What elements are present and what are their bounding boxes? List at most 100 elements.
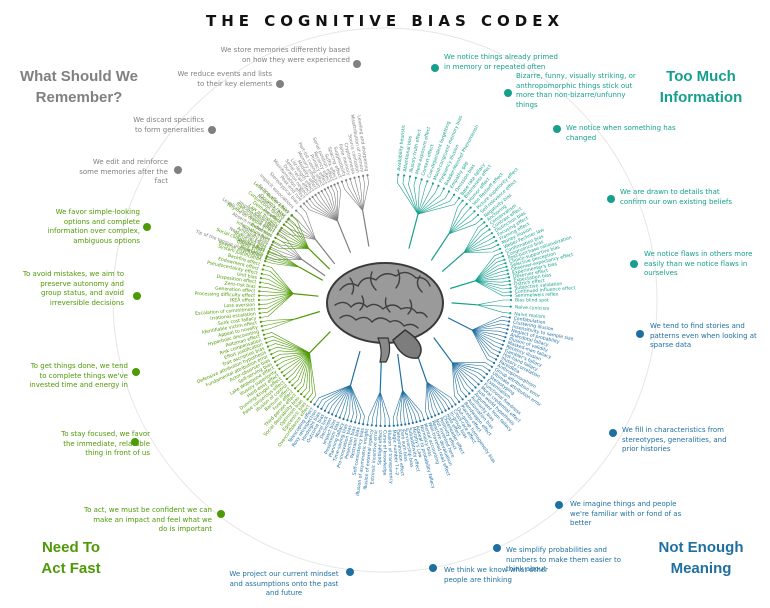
spoke-tip	[272, 356, 275, 360]
brain-stem	[377, 337, 391, 363]
spoke-tip	[437, 184, 440, 187]
spoke-tip	[379, 424, 382, 427]
spoke-tip	[354, 421, 357, 424]
spoke-tip	[509, 287, 512, 290]
quadrant-meaning-title: Not Enough Meaning	[646, 537, 756, 579]
spoke-tip	[497, 243, 500, 246]
spoke-branch	[291, 214, 316, 240]
spoke-branch	[261, 318, 296, 327]
spoke-branch	[463, 222, 485, 253]
quadrant-meaning-line2: Meaning	[670, 560, 732, 577]
spoke-tip	[415, 420, 418, 424]
spoke-branch	[269, 346, 310, 354]
spoke-branch	[474, 280, 511, 290]
spoke-branch	[283, 224, 309, 249]
spoke-branch	[463, 248, 501, 253]
spoke-tip	[508, 279, 511, 283]
spoke-branch	[306, 201, 338, 222]
bias-label: Unit bias	[236, 271, 258, 281]
group-dot-flaws	[630, 260, 638, 268]
spoke-tip	[480, 217, 483, 221]
spoke-tip	[488, 369, 491, 372]
spoke-tip	[331, 413, 334, 416]
spoke-branch	[274, 352, 310, 362]
spoke-tip	[306, 398, 309, 401]
spoke-branch	[474, 269, 508, 282]
spoke-tip	[422, 418, 425, 421]
bias-label: Zero sum bias	[399, 429, 409, 463]
spoke-tip	[333, 183, 336, 186]
spoke-tip	[477, 383, 480, 386]
spoke-tip	[279, 228, 282, 231]
spoke-tip	[336, 182, 339, 185]
spoke-tip	[264, 257, 268, 260]
spoke-branch	[474, 280, 511, 297]
bias-label: Zero-risk bias	[224, 281, 256, 290]
spoke-branch	[471, 329, 505, 342]
bias-label: Processing difficulty effect	[195, 291, 256, 299]
bias-label: Sunk cost fallacy	[217, 316, 257, 327]
spoke-tip	[503, 258, 506, 261]
spoke-branch	[321, 385, 351, 409]
spoke-branch	[314, 385, 351, 405]
group-primed-text: We notice things already primed in memor…	[444, 53, 558, 71]
bias-label: Attentional bias	[402, 135, 413, 172]
spoke-trunk-confident	[309, 331, 331, 354]
bias-label: Denomination effect	[395, 429, 406, 477]
spoke-branch	[474, 262, 506, 282]
group-dot-details	[607, 195, 615, 203]
spoke-tip	[509, 305, 512, 308]
spoke-tip	[311, 195, 314, 198]
spoke-branch	[471, 327, 508, 331]
spoke-branch	[426, 381, 436, 416]
spoke-tip	[282, 223, 285, 226]
spoke-tip	[444, 409, 447, 412]
spoke-tip	[320, 190, 323, 193]
spoke-tip	[287, 217, 290, 220]
spoke-trunk-fill	[433, 337, 453, 364]
spoke-branch	[400, 390, 403, 425]
spoke-tip	[474, 386, 477, 389]
spoke-branch	[474, 252, 502, 282]
spoke-tip	[451, 405, 454, 408]
spoke-branch	[463, 240, 497, 253]
spoke-tip	[262, 333, 265, 336]
spoke-branch	[471, 329, 506, 338]
spoke-tip	[506, 269, 509, 272]
spoke-branch	[330, 185, 338, 222]
spoke-branch	[417, 191, 450, 215]
spoke-branch	[463, 225, 488, 253]
spoke-branch	[426, 381, 432, 418]
group-focused-text: To stay focused, we favor the immediate,…	[61, 430, 150, 457]
spoke-branch	[273, 241, 309, 249]
brain-illustration	[326, 262, 444, 363]
spoke-branch	[259, 290, 294, 294]
spoke-branch	[474, 280, 510, 283]
spoke-tip	[330, 185, 333, 188]
spoke-trunk-flaws	[451, 302, 477, 306]
group-dot-stories	[636, 330, 644, 338]
spoke-branch	[425, 381, 429, 419]
group-flaws-text: We notice flaws in others more easily th…	[644, 250, 753, 277]
spoke-branch	[371, 391, 381, 426]
spoke-tip	[314, 193, 317, 196]
spoke-branch	[476, 304, 511, 314]
spoke-branch	[402, 390, 406, 425]
quadrant-memory-line1: What Should We	[19, 68, 139, 85]
spoke-tip	[353, 176, 356, 179]
group-dot-changed	[553, 125, 561, 133]
spoke-branch	[279, 352, 310, 370]
spoke-tip	[285, 377, 288, 381]
group-dot-project	[346, 568, 354, 576]
outer-ring	[112, 27, 658, 573]
quadrant-memory-line2: Remember?	[35, 89, 123, 106]
spoke-trunk-store	[362, 210, 370, 247]
spoke-trunk-discard	[315, 239, 336, 265]
spoke-tip	[362, 423, 365, 426]
spoke-branch	[426, 381, 446, 411]
spoke-tip	[362, 174, 365, 177]
spoke-trunk-simplify	[397, 354, 404, 391]
spoke-branch	[275, 237, 309, 249]
spoke-tip	[366, 174, 369, 177]
group-dot-done	[132, 368, 140, 376]
